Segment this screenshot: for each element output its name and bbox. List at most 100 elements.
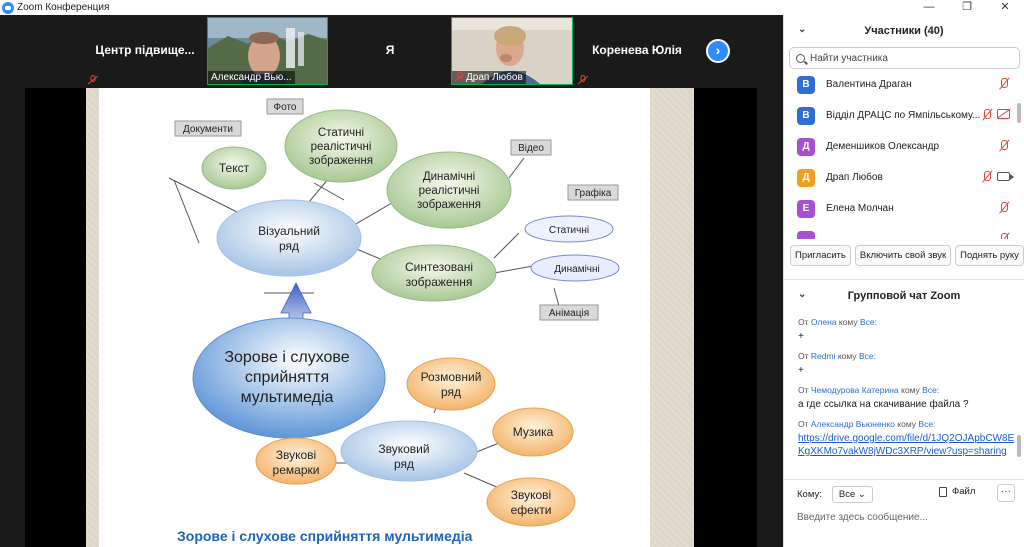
recipient-select[interactable]: Все ⌄ — [831, 485, 873, 503]
minimize-button[interactable]: — — [923, 1, 935, 13]
chat-title: Групповой чат Zoom — [847, 289, 961, 302]
avatar: Д — [797, 137, 815, 156]
collapse-chevron-icon[interactable]: ⌄ — [798, 24, 807, 35]
mic-muted-icon — [88, 75, 98, 85]
participant-status-icons — [981, 109, 1010, 121]
node-effects-1: Звукові — [511, 488, 551, 502]
mic-muted-icon — [998, 140, 1010, 152]
node-static-images-1: Статичні — [318, 127, 364, 139]
chat-scrollbar[interactable] — [1017, 435, 1021, 457]
chat-message-meta: От Александр Вьюненко кому Все: — [798, 419, 1017, 430]
participants-title: Участники (40) — [864, 25, 944, 37]
participant-name: Відділ ДРАЦС по Ямпільському... — [826, 110, 981, 121]
node-music: Музика — [513, 425, 554, 439]
video-on-icon — [997, 172, 1014, 181]
chat-messages: От Олена кому Все: +От Redmi кому Все: +… — [784, 317, 1024, 475]
chat-message-text: а где ссылка на скачивание файла ? — [798, 399, 969, 410]
participant-row[interactable]: В Відділ ДРАЦС по Ямпільському... — [784, 100, 1024, 131]
chat-meta-to-word: кому — [837, 351, 857, 361]
chat-meta-to: Все: — [860, 317, 878, 327]
chat-meta-to-word: кому — [897, 419, 917, 429]
participant-status-icons — [998, 78, 1010, 90]
node-dynamic-images-2: реалістичні — [419, 185, 480, 197]
participant-video-name: Драп Любов — [452, 71, 526, 84]
chat-message-meta: От Олена кому Все: — [798, 317, 1017, 328]
chat-message-link[interactable]: https://drive.google.com/file/d/1JQ2OJAp… — [798, 433, 1015, 457]
participant-video-name: Александр Вью... — [208, 71, 295, 84]
avatar: В — [797, 106, 815, 125]
more-options-button[interactable]: ··· — [997, 484, 1015, 502]
message-input[interactable]: Введите здесь сообщение... — [797, 512, 928, 523]
participant-name: Валентина Драган — [826, 79, 912, 90]
mic-muted-icon — [455, 72, 465, 82]
participant-search-input[interactable]: Найти участника — [789, 47, 1020, 69]
participants-header: ⌄ Участники (40) — [784, 15, 1024, 47]
title-bar: Zoom Конференция — ❐ ✕ — [0, 0, 1024, 15]
unmute-self-button[interactable]: Включить свой звук — [854, 245, 952, 266]
participant-row[interactable]: Д Деменшиков Олександр — [784, 131, 1024, 162]
participant-status-icons — [998, 140, 1010, 152]
participant-tile[interactable]: Коренева Юлія — [574, 15, 700, 87]
meeting-stage: Центр підвище... Александр Вью... — [0, 15, 783, 547]
participant-tile[interactable]: Центр підвище... — [86, 15, 204, 87]
tag-animation: Анімація — [549, 308, 589, 319]
mic-muted-icon — [998, 78, 1010, 90]
video-off-icon — [997, 109, 1010, 119]
mic-muted-icon — [998, 233, 1010, 239]
participant-video-tile[interactable]: Александр Вью... — [207, 17, 328, 85]
node-audio-2: ряд — [394, 457, 414, 471]
participant-name: Елена Молчан — [826, 203, 894, 214]
participant-tile-self[interactable]: Я — [330, 15, 450, 87]
chat-message: От Redmi кому Все: + — [798, 351, 1017, 377]
participant-row[interactable] — [784, 224, 1024, 239]
node-dynamic-images-1: Динамічні — [423, 171, 475, 183]
invite-button[interactable]: Пригласить — [790, 245, 851, 266]
mic-muted-icon — [981, 171, 993, 183]
chat-message-meta: От Redmi кому Все: — [798, 351, 1017, 362]
node-center-3: мультимедіа — [241, 389, 334, 406]
raise-hand-button[interactable]: Поднять руку — [955, 245, 1024, 266]
chat-composer: Кому: Все ⌄ Файл ··· Введите здесь сообщ… — [784, 479, 1024, 547]
chat-meta-to-word: кому — [901, 385, 920, 395]
node-speech-1: Розмовний — [421, 370, 482, 384]
chat-message-meta: От Чемодурова Катерина кому Все: — [798, 385, 1017, 396]
node-text: Текст — [219, 161, 250, 175]
chat-header: ⌄ Групповой чат Zoom — [784, 279, 1024, 311]
chat-meta-sender: Олена — [810, 317, 837, 327]
chat-meta-to: Все: — [918, 419, 936, 429]
mic-muted-icon — [981, 109, 993, 121]
chat-message: От Александр Вьюненко кому Все: https://… — [798, 419, 1017, 458]
chat-message-text: + — [798, 331, 804, 342]
participant-list-scrollbar[interactable] — [1017, 103, 1021, 123]
chat-message: От Олена кому Все: + — [798, 317, 1017, 343]
participant-tile-name: Коренева Юлія — [592, 43, 682, 57]
participant-name: Деменшиков Олександр — [826, 141, 940, 152]
chat-meta-from: От — [798, 351, 809, 361]
avatar: В — [797, 75, 815, 94]
node-audio-1: Звуковий — [378, 442, 429, 456]
chevron-down-icon: ⌄ — [857, 488, 866, 500]
video-gallery-strip: Центр підвище... Александр Вью... — [0, 15, 783, 87]
node-visual-1: Візуальний — [258, 224, 320, 238]
mic-muted-icon — [578, 75, 588, 85]
file-button[interactable]: Файл — [939, 486, 975, 497]
collapse-chevron-icon[interactable]: ⌄ — [798, 289, 807, 300]
node-dynamic-images-3: зображення — [417, 199, 481, 211]
next-page-button[interactable]: › — [706, 39, 730, 63]
chat-message-text: + — [798, 365, 804, 376]
chat-meta-sender: Александр Вьюненко — [810, 419, 895, 429]
chat-meta-from: От — [798, 317, 809, 327]
node-static-images-3: зображення — [309, 155, 373, 167]
search-icon — [796, 53, 805, 63]
participant-row[interactable]: В Валентина Драган — [784, 69, 1024, 100]
chat-message: От Чемодурова Катерина кому Все: а где с… — [798, 385, 1017, 411]
maximize-button[interactable]: ❐ — [962, 1, 972, 13]
chat-meta-to: Все: — [858, 351, 876, 361]
participant-tile-name: Центр підвище... — [95, 43, 195, 57]
participant-video-tile[interactable]: Драп Любов — [451, 17, 573, 85]
close-button[interactable]: ✕ — [1000, 1, 1010, 13]
